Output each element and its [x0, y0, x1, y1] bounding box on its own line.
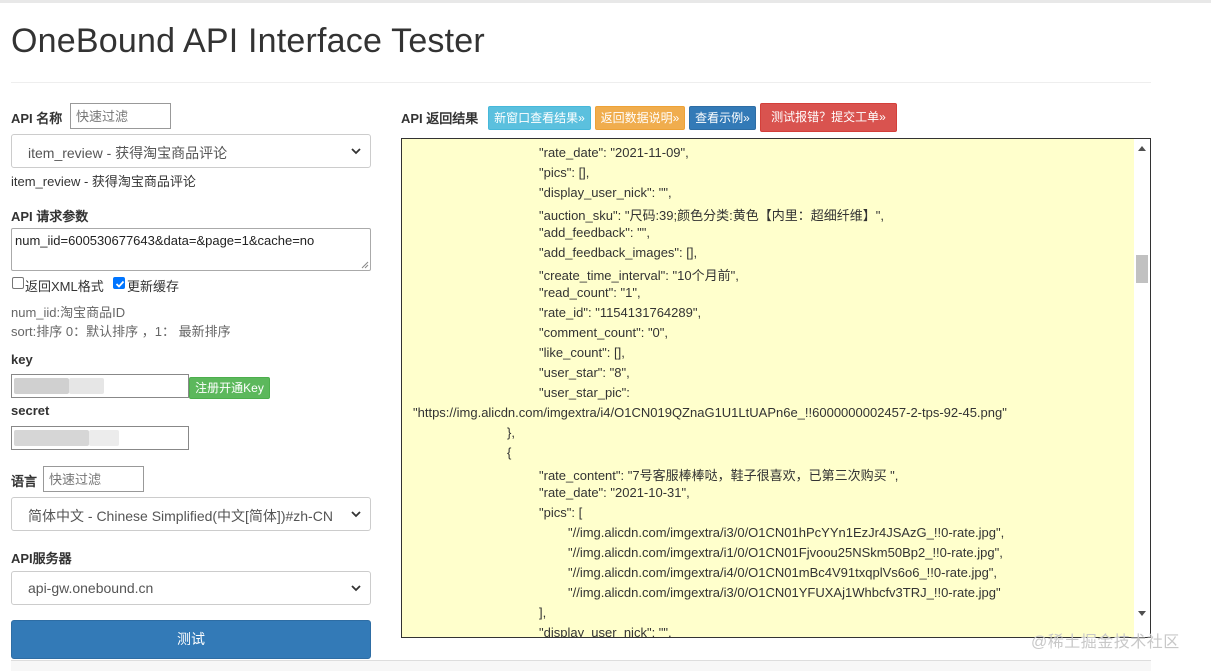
code-line: "rate_date": "2021-10-31",: [539, 485, 690, 500]
code-line: "read_count": "1",: [539, 285, 641, 300]
secret-label: secret: [11, 403, 50, 418]
divider: [11, 82, 1151, 83]
chevron-down-icon: [351, 148, 361, 155]
xml-checkbox-label: 返回XML格式: [25, 279, 104, 294]
language-select[interactable]: 简体中文 - Chinese Simplified(中文[简体])#zh-CN: [11, 497, 371, 531]
code-line: "//img.alicdn.com/imgextra/i3/0/O1CN01hP…: [568, 525, 1005, 540]
key-input[interactable]: [11, 374, 189, 398]
register-key-button[interactable]: 注册开通Key: [189, 377, 270, 399]
test-button[interactable]: 测试: [11, 620, 371, 659]
watermark: @稀土掘金技术社区: [1031, 634, 1180, 651]
code-line: "add_feedback_images": [],: [539, 245, 698, 260]
footer-edge: [11, 660, 1151, 671]
language-filter-input[interactable]: [43, 466, 144, 492]
redacted-value: [89, 430, 119, 446]
code-line: "//img.alicdn.com/imgextra/i3/0/O1CN01YF…: [568, 585, 1001, 600]
code-line: "pics": [: [539, 505, 583, 520]
code-line: "//img.alicdn.com/imgextra/i1/0/O1CN01Fj…: [568, 545, 1003, 560]
code-line: ],: [539, 605, 547, 620]
result-label: API 返回结果: [401, 111, 479, 126]
param-help-1: num_iid:淘宝商品ID: [11, 305, 126, 320]
scrollbar-thumb[interactable]: [1136, 255, 1148, 283]
scroll-up-icon[interactable]: [1138, 145, 1146, 151]
code-line: {: [507, 445, 512, 460]
server-select-value: api-gw.onebound.cn: [28, 580, 154, 596]
scrollbar[interactable]: [1134, 139, 1150, 637]
chevron-down-icon: [351, 585, 361, 592]
redacted-value: [69, 378, 104, 394]
code-line: "add_feedback": "",: [539, 225, 650, 240]
code-line: "rate_id": "1154131764289",: [539, 305, 702, 320]
code-line: "create_time_interval": "10个月前",: [539, 268, 739, 283]
code-line: "rate_date": "2021-11-09",: [539, 145, 689, 160]
redacted-value: [14, 430, 89, 446]
redacted-value: [14, 378, 69, 394]
result-code: "rate_date": "2021-11-09", "pics": [], "…: [402, 139, 1132, 637]
api-select-value: item_review - 获得淘宝商品评论: [28, 145, 228, 161]
code-line: },: [507, 425, 515, 440]
code-line: "comment_count": "0",: [539, 325, 669, 340]
param-help-2: sort:排序 0：默认排序 ，1： 最新排序: [11, 324, 231, 339]
secret-input[interactable]: [11, 426, 189, 450]
cache-checkbox-label: 更新缓存: [127, 279, 180, 294]
checkmark-icon: [115, 280, 125, 288]
code-line: "auction_sku": "尺码:39;颜色分类:黄色【内里：超细纤维】",: [539, 208, 884, 223]
code-line: "display_user_nick": "",: [539, 185, 672, 200]
code-line: "pics": [],: [539, 165, 590, 180]
language-select-value: 简体中文 - Chinese Simplified(中文[简体])#zh-CN: [28, 508, 333, 524]
key-label: key: [11, 352, 33, 367]
params-value: num_iid=600530677643&data=&page=1&cache=…: [15, 233, 315, 248]
params-label: API 请求参数: [11, 209, 89, 224]
report-error-button[interactable]: 测试报错？提交工单»: [760, 103, 897, 132]
server-select[interactable]: api-gw.onebound.cn: [11, 571, 371, 605]
code-line: "user_star": "8",: [539, 365, 630, 380]
response-docs-button[interactable]: 返回数据说明»: [595, 106, 685, 130]
params-textarea[interactable]: num_iid=600530677643&data=&page=1&cache=…: [11, 228, 371, 271]
resize-grip-icon[interactable]: [361, 261, 369, 269]
code-line: "https://img.alicdn.com/imgextra/i4/O1CN…: [413, 405, 1007, 420]
page-title: OneBound API Interface Tester: [11, 22, 485, 60]
api-description: item_review - 获得淘宝商品评论: [11, 174, 196, 189]
view-example-button[interactable]: 查看示例»: [689, 106, 756, 130]
scroll-down-icon[interactable]: [1138, 611, 1146, 617]
api-select[interactable]: item_review - 获得淘宝商品评论: [11, 134, 371, 168]
open-new-window-button[interactable]: 新窗口查看结果»: [488, 106, 591, 130]
xml-checkbox[interactable]: [12, 277, 24, 289]
code-line: "rate_content": "7号客服棒棒哒，鞋子很喜欢，已第三次购买 ",: [539, 468, 899, 483]
code-line: "like_count": [],: [539, 345, 625, 360]
code-line: "user_star_pic":: [539, 385, 630, 400]
result-output[interactable]: "rate_date": "2021-11-09", "pics": [], "…: [401, 138, 1151, 638]
language-label: 语言: [11, 474, 38, 489]
cache-checkbox[interactable]: [113, 277, 125, 289]
api-filter-input[interactable]: [70, 103, 171, 129]
code-line: "display_user_nick": "",: [539, 625, 672, 637]
server-label: API服务器: [11, 551, 72, 566]
chevron-down-icon: [351, 511, 361, 518]
api-name-label: API 名称: [11, 111, 63, 126]
code-line: "//img.alicdn.com/imgextra/i4/0/O1CN01mB…: [568, 565, 998, 580]
top-border: [0, 0, 1211, 3]
